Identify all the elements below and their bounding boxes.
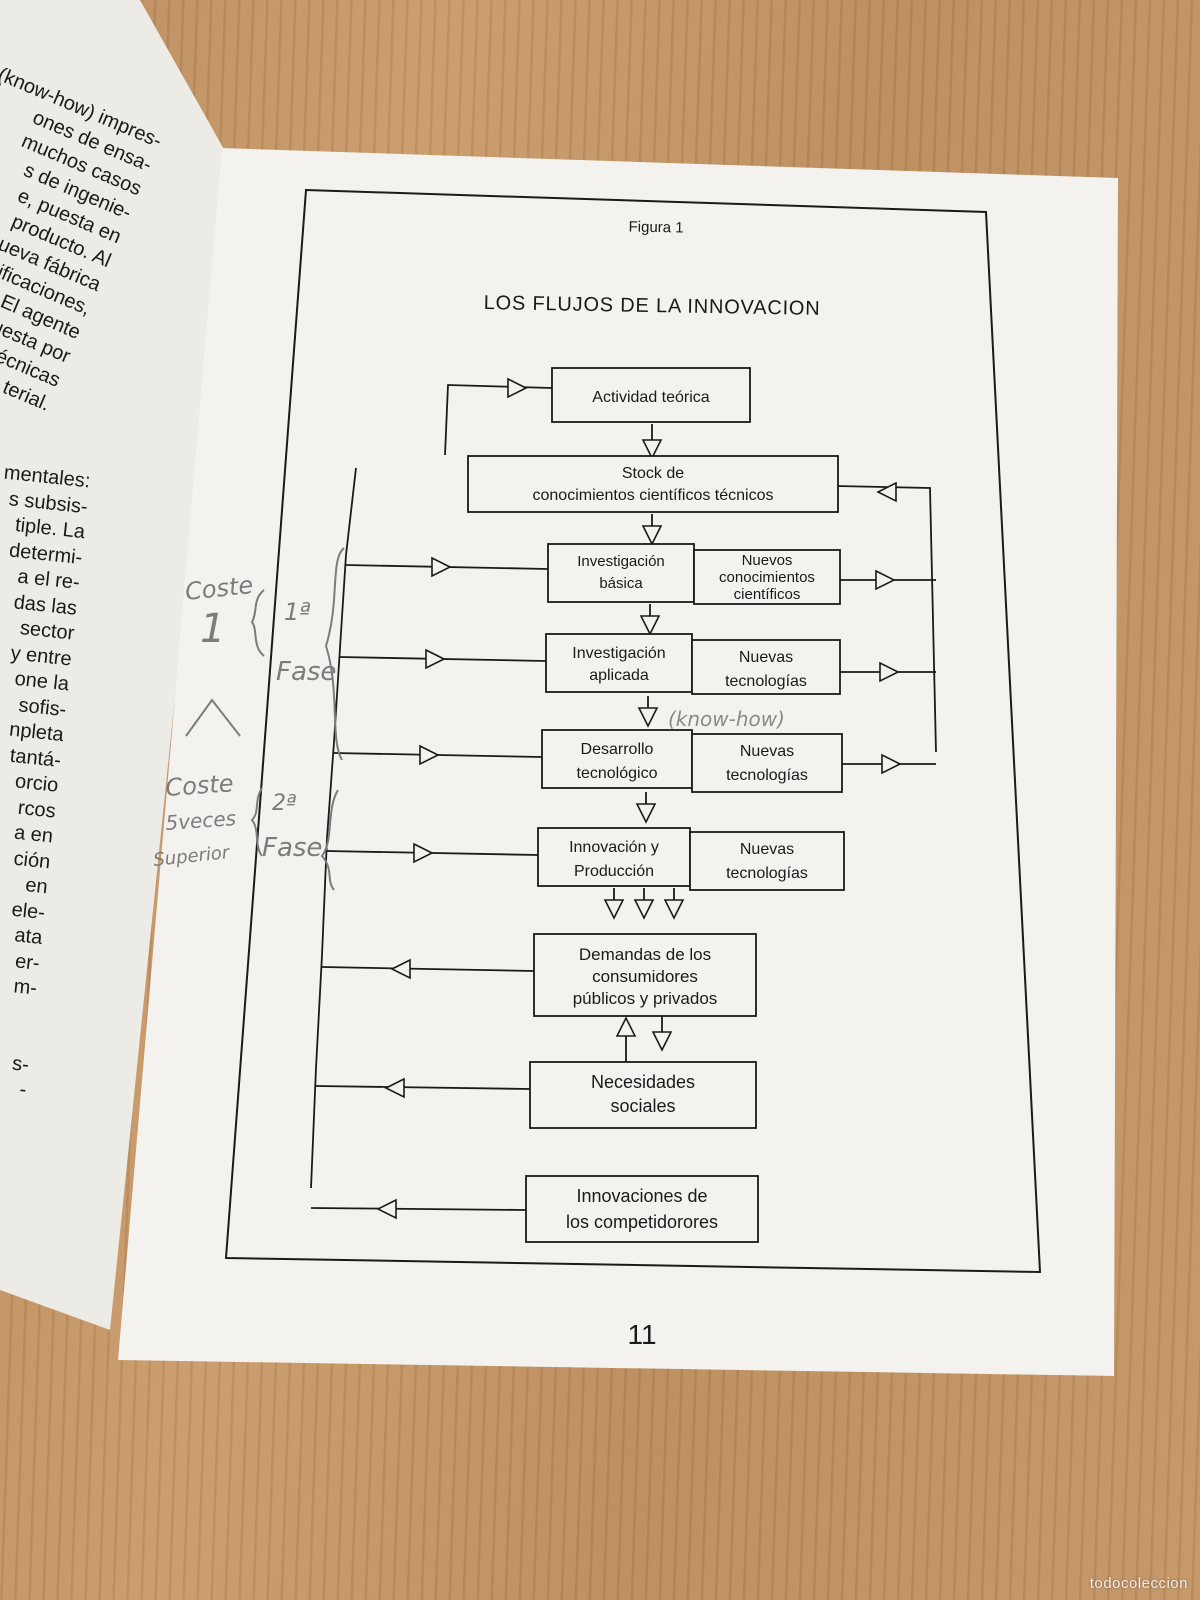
handwriting-text: Coste [164, 769, 234, 802]
box-nuevas-tecnologias-a [691, 639, 841, 695]
handwriting-text: 1 [200, 606, 225, 652]
brace-1-large [324, 547, 345, 761]
box-text: los competidorores [566, 1212, 718, 1232]
box-innovacion-produccion [537, 827, 691, 887]
box-text: Actividad teórica [592, 389, 709, 406]
handwriting-text: 1ª [284, 598, 311, 626]
box-text: Nuevos [742, 552, 793, 569]
box-text: tecnológico [577, 765, 658, 782]
handwriting-text: (know-how) [668, 707, 785, 731]
box-text: Investigación [572, 645, 665, 662]
watermark-text: todocoleccion [1089, 1575, 1188, 1592]
box-text: Nuevas [740, 841, 794, 858]
figure-label: Figura 1 [628, 219, 683, 237]
box-investigacion-aplicada [545, 633, 693, 693]
box-demandas-consumidores [533, 933, 757, 1017]
box-text: Innovaciones de [576, 1186, 707, 1206]
handwriting-text: 5veces [165, 806, 237, 835]
box-text: tecnologías [726, 767, 808, 784]
caret-up-mark [185, 698, 241, 737]
box-text: tecnologías [725, 673, 807, 690]
figure-title: LOS FLUJOS DE LA INNOVACION [484, 292, 821, 320]
box-text: científicos [734, 586, 801, 603]
page-number: 11 [627, 1319, 656, 1350]
brace-2-small [250, 787, 263, 857]
box-text: Stock de [622, 465, 684, 482]
box-nuevas-tecnologias-c [689, 831, 845, 891]
box-innovaciones-competidores [525, 1175, 759, 1243]
handwriting-text: Fase [276, 657, 336, 687]
box-stock-conocimientos [467, 455, 839, 513]
box-text: Demandas de los [579, 945, 711, 964]
handwriting-text: Superior [152, 842, 232, 871]
handwriting-text: 2ª [272, 791, 296, 816]
box-actividad-teorica [551, 367, 751, 423]
box-text: Nuevas [740, 743, 794, 760]
brace-1-small [250, 589, 265, 657]
box-nuevos-conocimientos [693, 549, 841, 605]
box-text: básica [599, 575, 643, 592]
box-text: Innovación y [569, 839, 659, 856]
box-text: conocimientos científicos técnicos [533, 487, 774, 504]
handwriting-text: Fase [262, 833, 322, 863]
box-desarrollo-tecnologico [541, 729, 693, 789]
box-text: Investigación [577, 553, 665, 570]
box-text: aplicada [589, 667, 649, 684]
box-necesidades-sociales [529, 1061, 757, 1129]
handwritten-annotations: Coste 1 1ª Fase Coste 5veces Superior 2ª… [152, 547, 785, 891]
box-text: Necesidades [591, 1072, 695, 1092]
handwriting-text: Coste [184, 571, 255, 606]
box-nuevas-tecnologias-b [691, 733, 843, 793]
box-text: sociales [610, 1096, 675, 1116]
box-text: conocimientos [719, 569, 815, 586]
box-text: Producción [574, 863, 654, 880]
figure-frame [224, 188, 1042, 1274]
box-text: públicos y privados [573, 989, 718, 1008]
box-investigacion-basica [547, 543, 695, 603]
box-text: tecnologías [726, 865, 808, 882]
box-text: Desarrollo [581, 741, 654, 758]
box-text: Nuevas [739, 649, 793, 666]
brace-2-large [320, 789, 339, 891]
box-text: consumidores [592, 967, 698, 986]
